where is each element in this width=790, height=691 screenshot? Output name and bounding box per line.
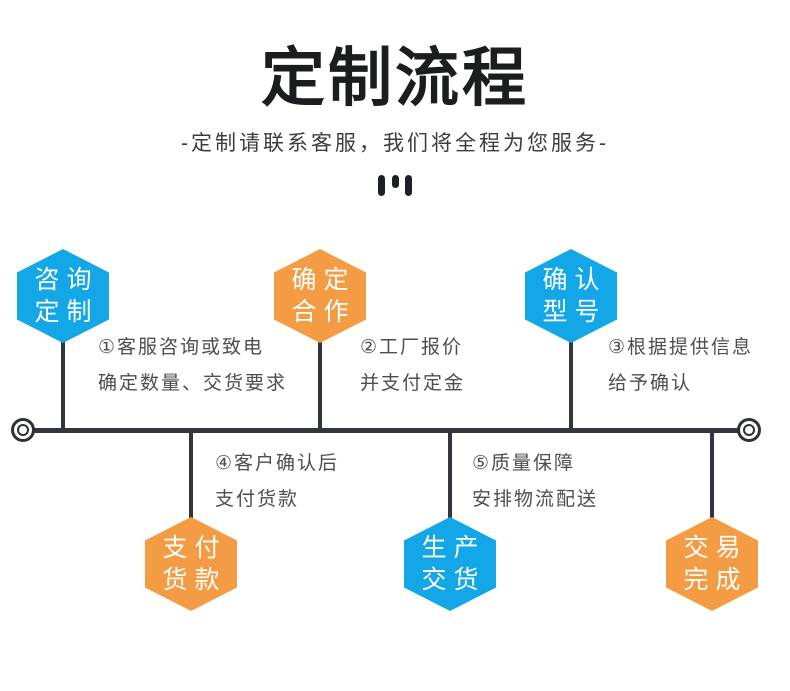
timeline-left-ring-inner (17, 424, 29, 436)
step-hexagon-produce-deliver: 生产 交货 (404, 517, 496, 611)
connector-step-6 (710, 431, 714, 521)
timeline-right-ring-inner (743, 424, 755, 436)
connector-step-5 (448, 431, 452, 521)
three-bars-icon (378, 175, 412, 197)
note-line: 并支付定金 (360, 373, 466, 394)
note-line: 安排物流配送 (472, 489, 599, 510)
note-line: 支付货款 (215, 489, 300, 510)
connector-step-4 (189, 431, 193, 521)
step-hexagon-pay-balance: 支付 货款 (145, 517, 237, 611)
step-label-line: 定制 (34, 298, 99, 326)
note-line: ①客服咨询或致电 (98, 337, 265, 358)
note-line: 给予确认 (608, 373, 693, 394)
step-hexagon-deal-complete: 交易 完成 (666, 517, 758, 611)
bar-right (405, 175, 412, 197)
note-line: ②工厂报价 (360, 337, 464, 358)
note-line: ④客户确认后 (215, 453, 340, 474)
note-line: ⑤质量保障 (472, 453, 576, 474)
page-title: 定制流程 (261, 42, 529, 114)
connector-step-1 (61, 340, 65, 431)
step-note-1: ①客服咨询或致电 确定数量、交货要求 (98, 330, 287, 402)
connector-step-2 (318, 340, 322, 431)
timeline-right-ring-icon (737, 418, 761, 442)
header: 定制流程 -定制请联系客服，我们将全程为您服务- (0, 0, 790, 197)
step-label-line: 确定 (291, 266, 356, 294)
step-hexagon-confirm-model: 确认 型号 (525, 249, 617, 343)
step-note-5: ⑤质量保障 安排物流配送 (472, 446, 598, 518)
step-label-line: 交易 (683, 534, 748, 562)
step-hexagon-confirm-cooperation: 确定 合作 (274, 249, 366, 343)
step-label-line: 交货 (421, 566, 486, 594)
step-label-line: 咨询 (34, 266, 99, 294)
step-label-line: 生产 (421, 534, 486, 562)
bar-left (378, 175, 385, 197)
step-note-3: ③根据提供信息 给予确认 (608, 330, 753, 402)
timeline-line (33, 428, 739, 433)
step-note-2: ②工厂报价 并支付定金 (360, 330, 465, 402)
step-label-line: 合作 (291, 298, 356, 326)
step-label-line: 货款 (162, 566, 227, 594)
connector-step-3 (569, 340, 573, 431)
step-label-line: 型号 (542, 298, 607, 326)
note-line: 确定数量、交货要求 (98, 373, 288, 394)
step-note-4: ④客户确认后 支付货款 (215, 446, 339, 518)
bar-middle (391, 175, 399, 189)
timeline-left-ring-icon (11, 418, 35, 442)
step-label-line: 支付 (162, 534, 227, 562)
step-label-line: 确认 (542, 266, 607, 294)
note-line: ③根据提供信息 (608, 337, 754, 358)
step-hexagon-consult-customize: 咨询 定制 (17, 249, 109, 343)
step-label-line: 完成 (683, 566, 748, 594)
page-subtitle: -定制请联系客服，我们将全程为您服务- (181, 132, 609, 156)
